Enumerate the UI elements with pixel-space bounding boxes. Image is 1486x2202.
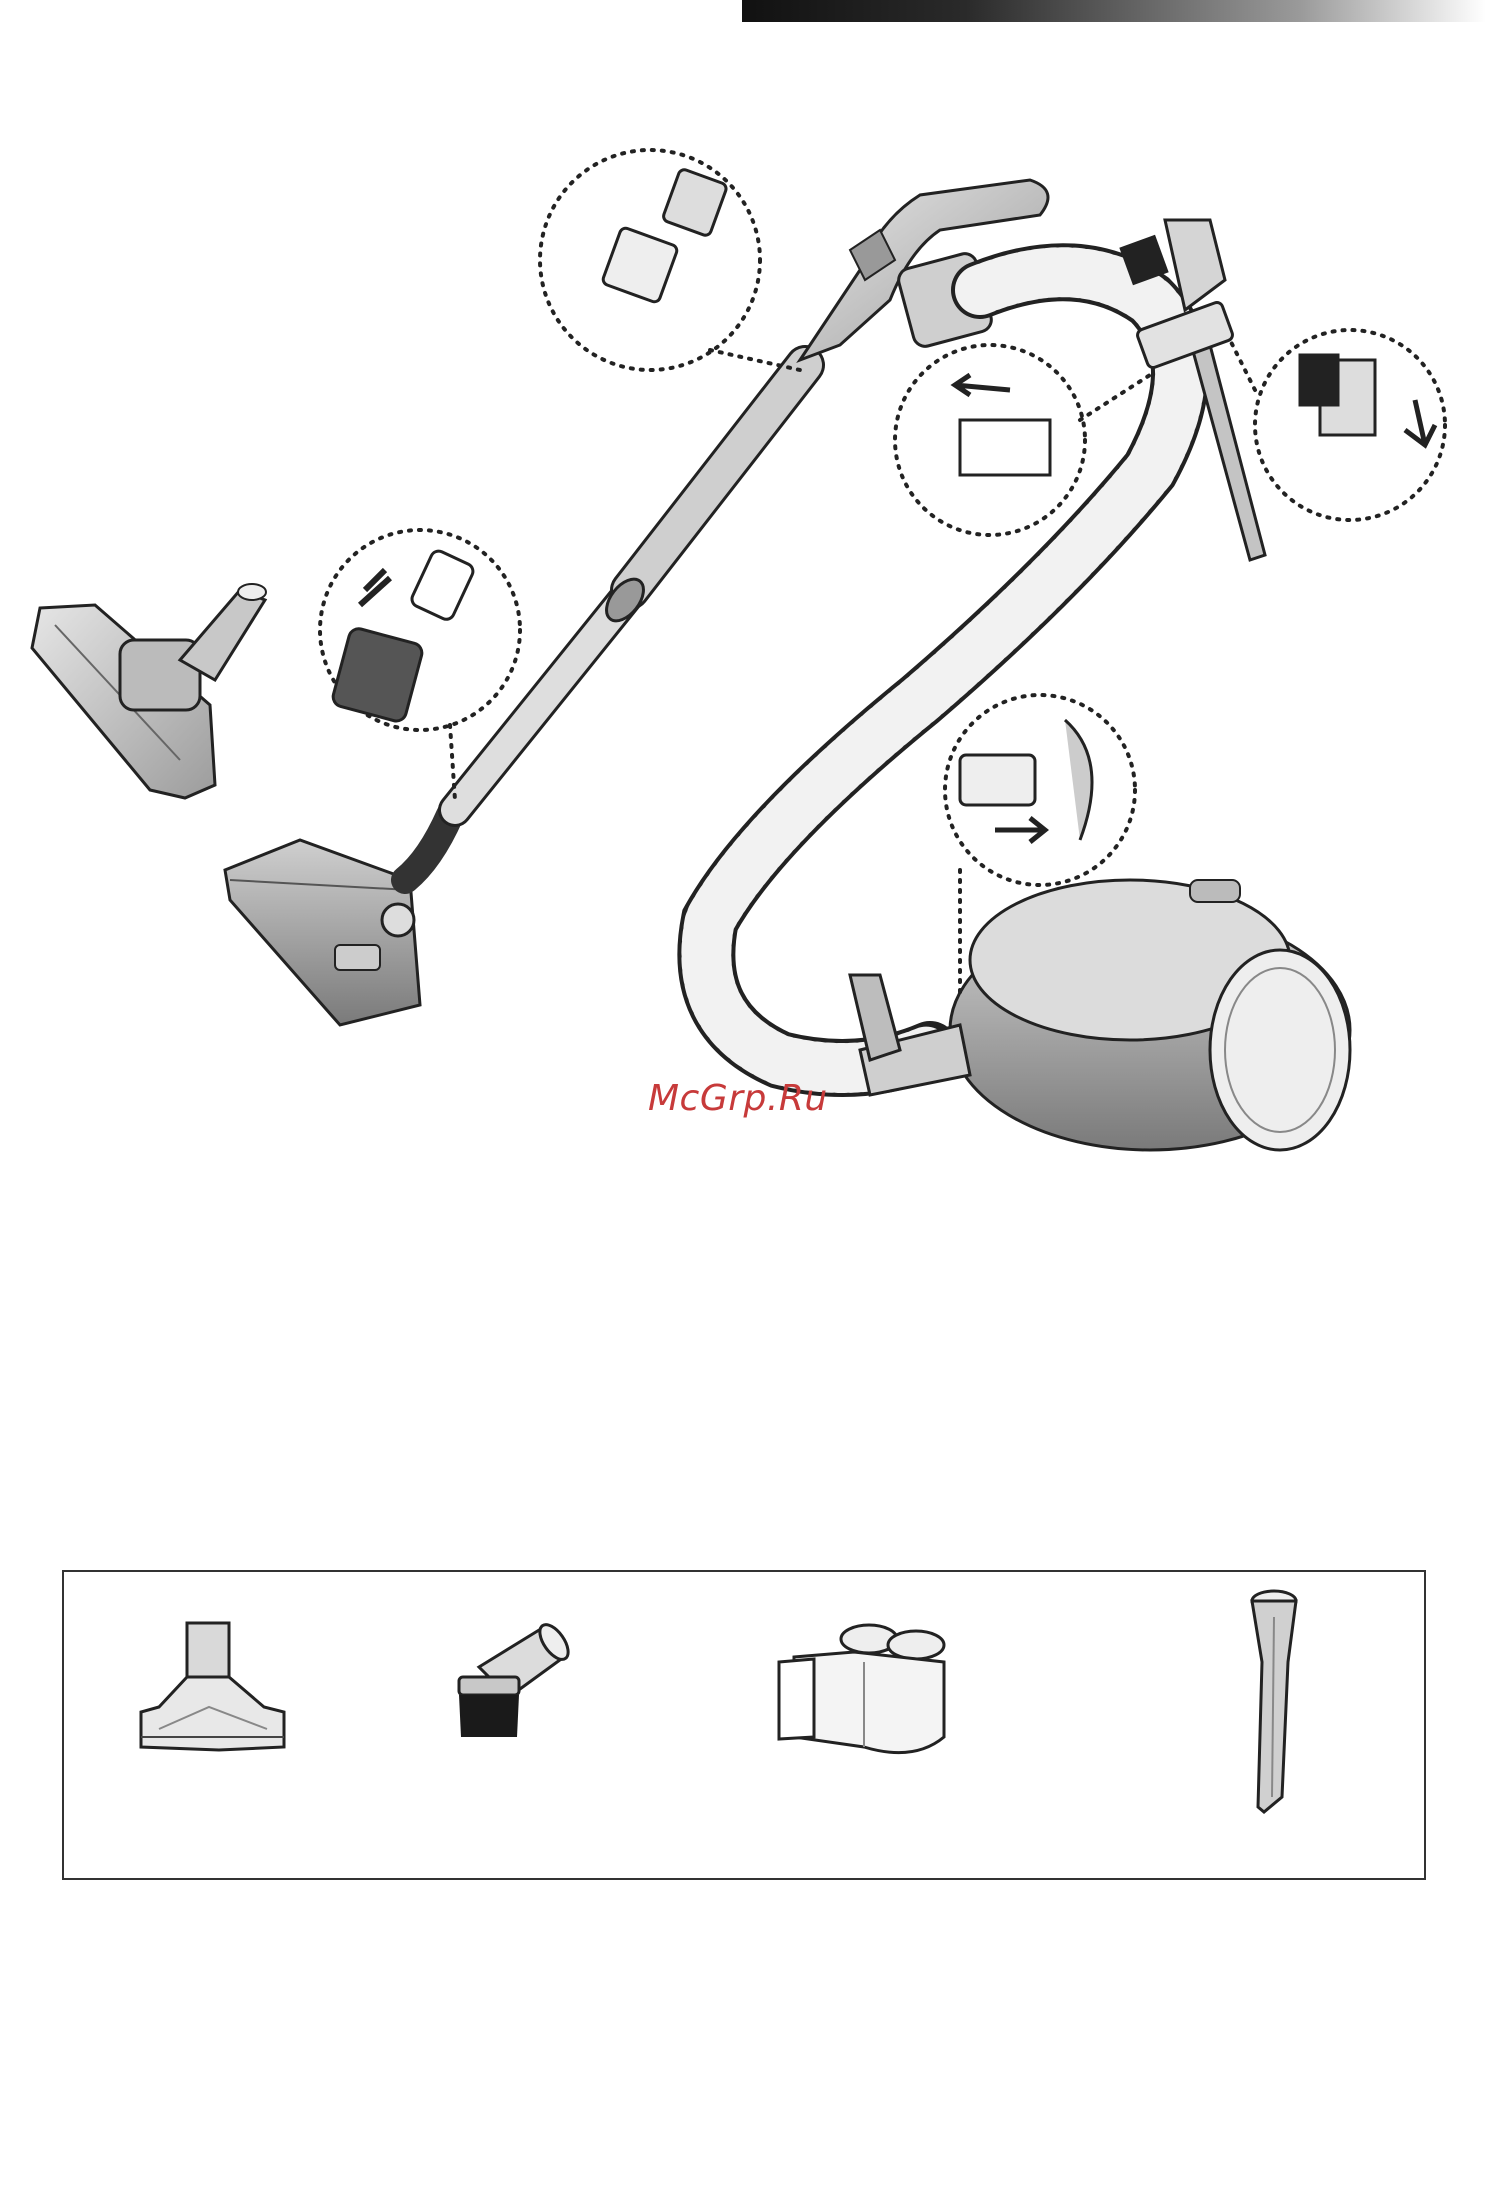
upholstery-tool-icon <box>139 1617 299 1757</box>
floor-nozzle-icon <box>225 815 450 1025</box>
dusting-brush-icon <box>449 1617 579 1757</box>
crevice-tool-icon <box>1224 1587 1314 1822</box>
vacuum-body-icon <box>850 880 1350 1150</box>
accessory-holder-icon <box>774 1617 964 1767</box>
floor-nozzle-detached-icon <box>32 584 266 798</box>
accessories-box <box>62 1570 1426 1880</box>
watermark: McGrp.Ru <box>648 1078 828 1119</box>
vacuum-assembly-illustration <box>0 0 1486 1200</box>
